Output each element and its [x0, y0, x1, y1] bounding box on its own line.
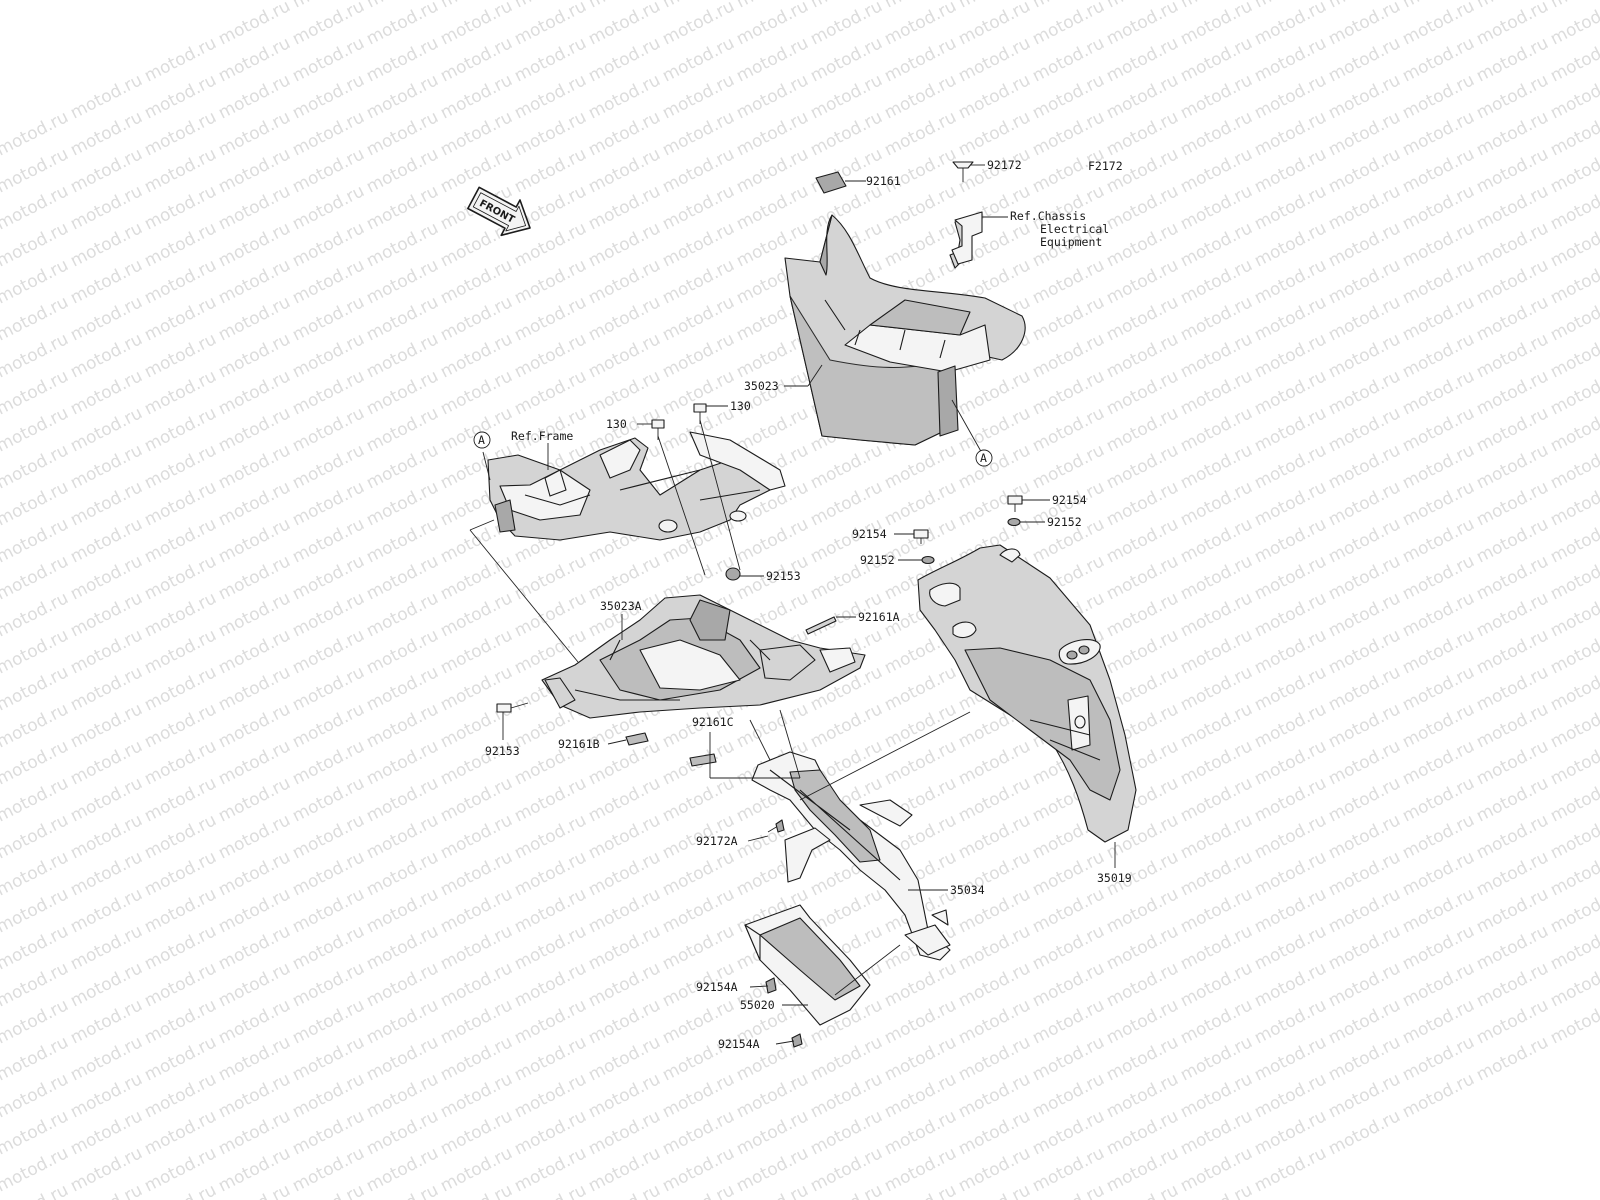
label-35023: 35023	[744, 379, 779, 393]
callout-a-right-text: A	[980, 451, 987, 465]
part-35034-bracket	[751, 751, 951, 961]
label-ref-chassis-3: Equipment	[1040, 235, 1102, 249]
label-92153-grommet: 92153	[766, 569, 801, 583]
bolt-92154-left	[913, 529, 929, 544]
label-55020: 55020	[740, 998, 775, 1012]
label-92154A-upper: 92154A	[696, 980, 738, 994]
label-130-right: 130	[730, 399, 751, 413]
bolt-130-left	[651, 419, 665, 440]
label-92153-bottom: 92153	[485, 744, 520, 758]
part-35023A-tray	[541, 594, 866, 719]
part-92161C-pad	[689, 753, 717, 767]
label-92154-right: 92154	[1052, 493, 1087, 507]
diagram-code: F2172	[1088, 159, 1123, 173]
label-ref-chassis-1: Ref.Chassis	[1010, 209, 1086, 223]
bolt-92154-right	[1007, 495, 1023, 512]
part-92161A-strip	[805, 616, 837, 635]
label-ref-frame: Ref.Frame	[511, 429, 573, 443]
part-92161B-pad	[625, 732, 649, 746]
washer-92152-right	[1007, 517, 1021, 527]
label-35019: 35019	[1097, 871, 1132, 885]
leader-lines	[469, 164, 1116, 1045]
washer-92152-left	[921, 555, 935, 565]
part-55020-plate	[744, 904, 871, 1026]
ref-chassis-bracket	[951, 211, 983, 265]
label-35034: 35034	[950, 883, 985, 897]
label-ref-chassis-2: Electrical	[1040, 222, 1109, 236]
bolt-92154A-lower	[791, 1033, 803, 1048]
part-35019-fender	[917, 544, 1137, 843]
callout-a-right: A	[975, 449, 993, 467]
bolt-92154A-upper	[765, 977, 777, 994]
label-92152-right: 92152	[1047, 515, 1082, 529]
ref-frame-assembly	[487, 431, 786, 541]
callout-a-left: A	[473, 431, 491, 449]
label-92152-left: 92152	[860, 553, 895, 567]
label-130-left: 130	[606, 417, 627, 431]
label-92172: 92172	[987, 158, 1022, 172]
bolt-130-right	[693, 403, 707, 424]
label-92154A-lower: 92154A	[718, 1037, 760, 1051]
label-92161: 92161	[866, 174, 901, 188]
part-35023-cover	[784, 214, 1026, 446]
label-92161C: 92161C	[692, 715, 734, 729]
part-labels: F2172 92161 92172 Ref.Chassis Electrical…	[485, 158, 1132, 1051]
label-35023A: 35023A	[600, 599, 642, 613]
part-92153-grommet	[725, 567, 741, 581]
part-92172-clip	[952, 161, 974, 182]
label-92161A: 92161A	[858, 610, 900, 624]
part-92161-pad	[815, 171, 847, 194]
bolt-92153-left	[496, 702, 529, 713]
label-92172A: 92172A	[696, 834, 738, 848]
label-92161B: 92161B	[558, 737, 600, 751]
callout-a-left-text: A	[478, 433, 485, 447]
label-92154-left: 92154	[852, 527, 887, 541]
part-92172A-clip	[767, 819, 785, 833]
